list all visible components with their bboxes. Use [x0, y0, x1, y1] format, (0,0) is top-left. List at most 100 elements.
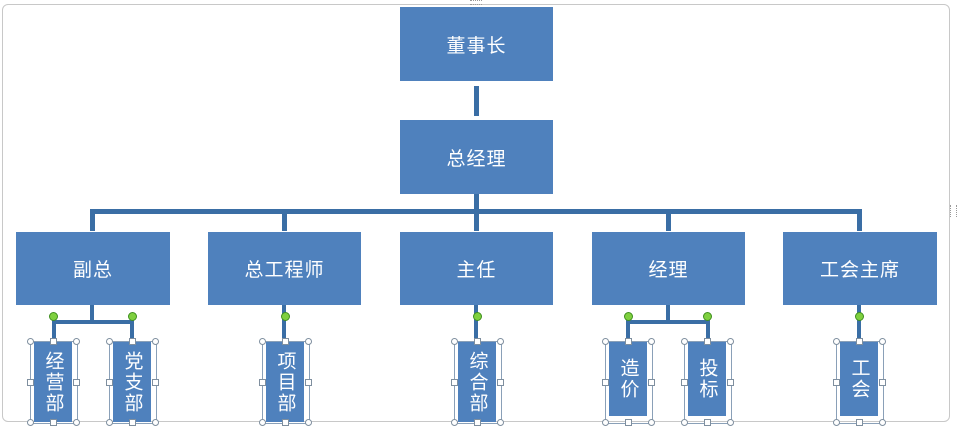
resize-handle[interactable] — [648, 419, 655, 426]
connector-to-union — [857, 305, 861, 341]
node-label: 工会 — [848, 358, 871, 400]
resize-handle[interactable] — [727, 378, 734, 386]
rotate-handle[interactable] — [49, 312, 58, 321]
node-label: 党支部 — [121, 350, 144, 414]
resize-handle[interactable] — [451, 378, 458, 386]
connector-to-general-dept — [474, 305, 478, 341]
resize-handle[interactable] — [73, 419, 80, 426]
resize-handle[interactable] — [282, 338, 289, 345]
selection-outline — [262, 341, 310, 424]
connector-to-vp — [90, 209, 95, 231]
resize-handle[interactable] — [497, 338, 504, 345]
resize-handle[interactable] — [602, 378, 609, 386]
connector-to-union-chair — [857, 209, 862, 231]
resize-handle[interactable] — [129, 338, 136, 345]
resize-handle[interactable] — [602, 419, 609, 426]
resize-handle[interactable] — [833, 378, 840, 386]
resize-handle[interactable] — [648, 378, 655, 386]
resize-handle[interactable] — [73, 378, 80, 386]
resize-handle[interactable] — [497, 419, 504, 426]
node-union[interactable]: 工会 — [840, 342, 878, 416]
resize-handle[interactable] — [451, 338, 458, 345]
resize-handle[interactable] — [602, 338, 609, 345]
node-label: 总工程师 — [244, 259, 325, 281]
node-business-dept[interactable]: 经营部 — [34, 342, 72, 422]
resize-handle[interactable] — [648, 338, 655, 345]
connector-vp-bus — [53, 320, 133, 324]
connector-to-chief-engineer — [282, 209, 287, 231]
resize-handle[interactable] — [833, 419, 840, 426]
resize-handle[interactable] — [833, 338, 840, 345]
resize-handle[interactable] — [152, 378, 159, 386]
node-label: 经营部 — [42, 350, 65, 414]
resize-handle[interactable] — [50, 338, 57, 345]
rotate-handle[interactable] — [281, 312, 290, 321]
resize-handle[interactable] — [50, 419, 57, 426]
resize-handle[interactable] — [625, 419, 632, 426]
node-chairman[interactable]: 董事长 — [400, 7, 553, 81]
resize-handle[interactable] — [305, 378, 312, 386]
resize-handle[interactable] — [152, 419, 159, 426]
resize-handle[interactable] — [305, 419, 312, 426]
rotate-handle[interactable] — [473, 312, 482, 321]
node-project-dept[interactable]: 项目部 — [266, 342, 304, 422]
node-general-dept[interactable]: 综合部 — [458, 342, 496, 422]
resize-handle[interactable] — [856, 419, 863, 426]
resize-handle[interactable] — [879, 378, 886, 386]
node-label: 经理 — [648, 259, 689, 281]
resize-handle[interactable] — [106, 338, 113, 345]
resize-handle[interactable] — [497, 378, 504, 386]
resize-handle[interactable] — [474, 338, 481, 345]
selection-outline — [30, 341, 78, 424]
connector-to-director — [474, 209, 479, 231]
resize-handle[interactable] — [152, 338, 159, 345]
rotate-handle[interactable] — [703, 312, 712, 321]
resize-handle[interactable] — [451, 419, 458, 426]
resize-handle[interactable] — [73, 338, 80, 345]
resize-handle[interactable] — [681, 338, 688, 345]
resize-handle[interactable] — [282, 419, 289, 426]
node-vice-president[interactable]: 副总 — [16, 232, 170, 305]
resize-handle[interactable] — [106, 378, 113, 386]
resize-handle[interactable] — [106, 419, 113, 426]
resize-handle[interactable] — [129, 419, 136, 426]
node-director[interactable]: 主任 — [400, 232, 553, 305]
resize-handle[interactable] — [27, 378, 34, 386]
node-party-branch[interactable]: 党支部 — [113, 342, 151, 422]
node-general-manager[interactable]: 总经理 — [400, 120, 553, 194]
connector-gm-bus — [474, 193, 479, 211]
resize-handle[interactable] — [681, 378, 688, 386]
resize-handle[interactable] — [474, 419, 481, 426]
connector-to-cost — [626, 320, 630, 342]
resize-handle[interactable] — [259, 419, 266, 426]
resize-handle[interactable] — [625, 338, 632, 345]
resize-handle[interactable] — [27, 419, 34, 426]
resize-handle[interactable] — [879, 338, 886, 345]
resize-handle[interactable] — [879, 419, 886, 426]
resize-handle[interactable] — [259, 378, 266, 386]
node-manager[interactable]: 经理 — [592, 232, 745, 305]
resize-handle[interactable] — [727, 338, 734, 345]
node-label: 综合部 — [466, 350, 489, 414]
rotate-handle[interactable] — [855, 312, 864, 321]
node-bidding[interactable]: 投标 — [688, 342, 726, 416]
canvas-resize-handle-top[interactable] — [470, 0, 482, 5]
rotate-handle[interactable] — [128, 312, 137, 321]
node-label: 主任 — [456, 259, 497, 281]
node-chief-engineer[interactable]: 总工程师 — [208, 232, 361, 305]
connector-to-bidding — [706, 320, 710, 342]
rotate-handle[interactable] — [624, 312, 633, 321]
node-cost[interactable]: 造价 — [609, 342, 647, 416]
resize-handle[interactable] — [704, 419, 711, 426]
resize-handle[interactable] — [259, 338, 266, 345]
connector-manager-down — [666, 305, 670, 321]
node-union-chair[interactable]: 工会主席 — [783, 232, 937, 305]
resize-handle[interactable] — [704, 338, 711, 345]
node-label: 项目部 — [274, 350, 297, 414]
resize-handle[interactable] — [27, 338, 34, 345]
canvas-resize-handle-right[interactable] — [950, 205, 957, 217]
resize-handle[interactable] — [305, 338, 312, 345]
resize-handle[interactable] — [727, 419, 734, 426]
resize-handle[interactable] — [856, 338, 863, 345]
resize-handle[interactable] — [681, 419, 688, 426]
